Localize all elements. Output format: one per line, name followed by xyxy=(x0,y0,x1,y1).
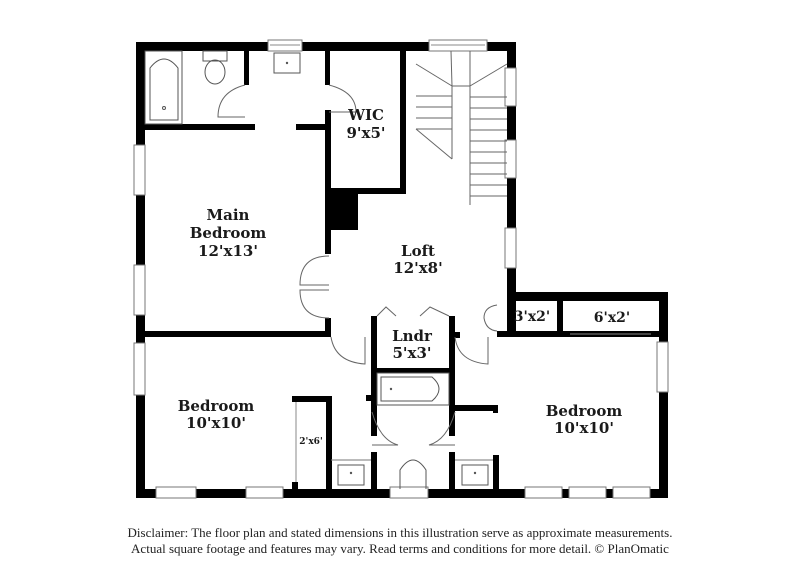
room-dims-bedroom-right: 10'x10' xyxy=(554,419,614,437)
sink-icon xyxy=(273,52,301,74)
toilet-icon xyxy=(399,459,427,489)
toilet-icon xyxy=(202,50,228,85)
room-name-bedroom-left: Bedroom xyxy=(178,397,255,415)
room-name-loft: Loft xyxy=(401,242,435,260)
room-name-main-bedroom-1: Main xyxy=(207,206,250,224)
room-dims-closet-3x2: 3'x2' xyxy=(514,309,550,325)
doors xyxy=(217,84,651,482)
room-name-main-bedroom-2: Bedroom xyxy=(190,224,267,242)
room-name-laundry: Lndr xyxy=(392,327,433,345)
room-name-wic: WIC xyxy=(347,106,384,124)
fixtures xyxy=(144,50,493,489)
room-name-bedroom-right: Bedroom xyxy=(546,402,623,420)
floor-plan: WIC 9'x5' Main Bedroom 12'x13' Loft 12'x… xyxy=(133,39,669,499)
room-dims-closet-2x6: 2'x6' xyxy=(299,437,322,447)
bathtub-icon xyxy=(376,372,450,406)
room-dims-laundry: 5'x3' xyxy=(392,344,431,362)
room-dims-bedroom-left: 10'x10' xyxy=(186,414,246,432)
room-dims-main-bedroom: 12'x13' xyxy=(198,242,258,260)
disclaimer-line-2: Actual square footage and features may v… xyxy=(131,541,669,556)
room-dims-wic: 9'x5' xyxy=(346,124,385,142)
sink-icon xyxy=(337,464,365,486)
room-dims-closet-6x2: 6'x2' xyxy=(594,310,630,326)
staircase xyxy=(415,50,508,205)
windows xyxy=(133,39,669,499)
room-dims-loft: 12'x8' xyxy=(393,259,442,277)
bathtub-icon xyxy=(144,50,183,125)
room-labels: WIC 9'x5' Main Bedroom 12'x13' Loft 12'x… xyxy=(178,106,630,447)
sink-icon xyxy=(461,464,489,486)
disclaimer-line-1: Disclaimer: The floor plan and stated di… xyxy=(127,525,673,540)
